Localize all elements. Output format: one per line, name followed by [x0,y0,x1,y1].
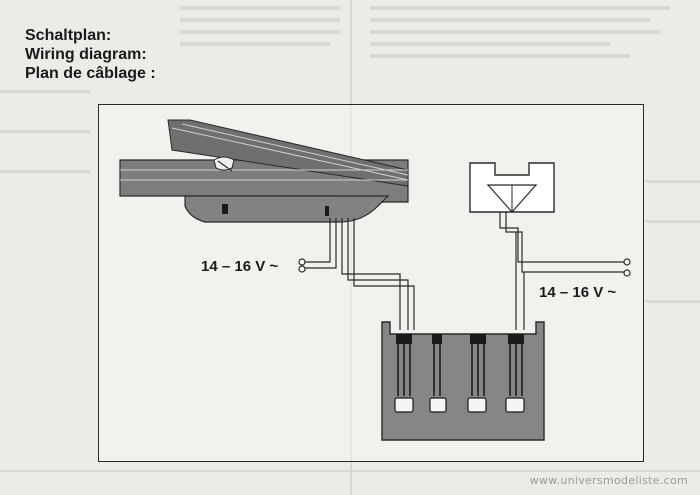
turnout-track-icon [119,119,409,223]
signal-lamp-icon [469,162,555,213]
turnout-wires [305,218,415,330]
watermark-text: www.universmodeliste.com [529,474,688,487]
title-english: Wiring diagram: [25,46,147,63]
title-block: Schaltplan: Wiring diagram: Plan de câbl… [25,26,156,83]
title-french: Plan de câblage : [25,65,156,82]
control-panel-icon [381,321,545,441]
voltage-label-right: 14 – 16 V ~ [539,284,617,301]
terminal-icon [298,258,631,277]
title-german: Schaltplan: [25,27,112,44]
voltage-label-left: 14 – 16 V ~ [201,258,279,275]
signal-wires [499,212,625,330]
